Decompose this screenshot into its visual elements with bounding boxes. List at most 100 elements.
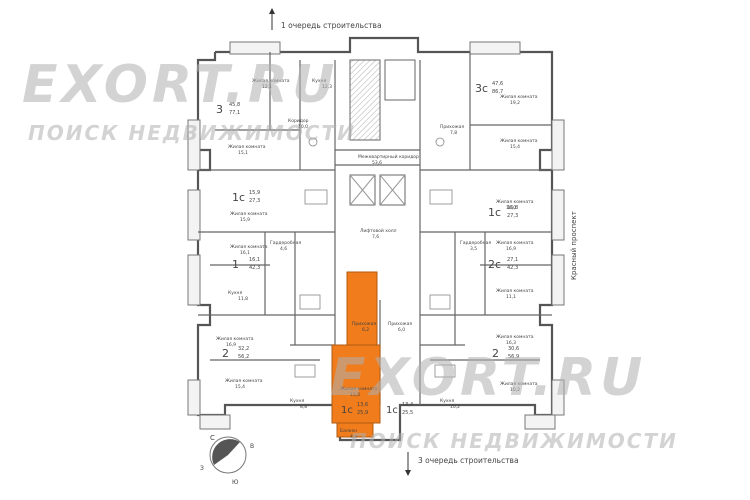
svg-text:30,6: 30,6 [508,346,519,352]
room-area: 10,2 [510,387,520,393]
room-area: 16,9 [226,342,236,348]
top-orientation-arrow: 1 очередь строительства [269,8,382,30]
corridor-area: 53,6 [372,160,382,166]
room-area: 8,8 [300,404,307,410]
svg-text:1с: 1с [341,405,353,416]
room-area: 4,4 [350,434,357,440]
watermark-top: EXORT.RU ПОИСК НЕДВИЖИМОСТИ [22,55,356,145]
compass-rose: С В З Ю [200,434,254,486]
room-name: Кухня [440,398,454,404]
lift-hall-area: 7,6 [372,234,379,240]
apt-tag-a6: 2с 27,1 42,3 [488,257,518,271]
apt-tag-a9: 1с 13,6 25,9 [341,402,368,416]
room-name: Жилая комната [216,336,254,342]
room-area: 10,2 [450,404,460,410]
svg-text:25,5: 25,5 [402,410,413,416]
svg-text:27,1: 27,1 [507,257,518,263]
room-name: Жилая комната [496,199,534,205]
room-area: 7,8 [450,130,457,136]
apt-tag-a8: 2 30,6 56,9 [492,346,519,360]
svg-text:27,3: 27,3 [507,213,518,219]
room-name: Гардеробная [270,240,301,246]
room-name: Кухня [312,78,326,84]
svg-text:27,3: 27,3 [249,198,260,204]
svg-text:ПОИСК НЕДВИЖИМОСТИ: ПОИСК НЕДВИЖИМОСТИ [350,429,678,453]
room-name: Жилая комната [230,244,268,250]
svg-text:16,1: 16,1 [249,257,260,263]
room-name: Кухня [228,290,242,296]
svg-text:1с: 1с [232,191,245,204]
room-name: Прихожая [388,321,412,327]
room-name: Прихожая [352,321,376,327]
room-name: Жилая комната [230,211,268,217]
room-name: Жилая комната [496,288,534,294]
room-name: Жилая комната [496,240,534,246]
room-area: 11,1 [506,294,516,300]
fixtures [294,137,456,378]
svg-text:13,6: 13,6 [357,402,368,408]
svg-text:42,3: 42,3 [507,265,518,271]
svg-text:45,8: 45,8 [229,102,240,108]
room-name: Жилая комната [228,144,266,150]
corridor-label: Межквартирный коридор [358,153,419,160]
svg-text:3: 3 [216,103,223,116]
apt-tag-a4: 1с 16,8 27,3 [488,205,518,219]
room-name: Кухня [290,398,304,404]
stairwell [349,59,416,206]
svg-text:25,9: 25,9 [357,410,368,416]
interior-walls [198,52,552,405]
room-area: 3,5 [470,246,477,252]
room-area: 12,1 [262,84,272,90]
room-area: 10,0 [298,124,308,130]
room-area: 12,3 [322,84,332,90]
bottom-orientation-arrow: 3 очередь строительства [405,452,519,476]
room-area: 13,6 [350,392,360,398]
room-name: Жилая комната [496,334,534,340]
compass-west: З [200,465,204,472]
room-name: Гардеробная [460,240,491,246]
compass-south: Ю [232,479,239,486]
street-label: Красный проспект [570,211,578,280]
svg-text:32,2: 32,2 [238,346,249,352]
room-name: Прихожая [440,124,464,130]
svg-text:56,2: 56,2 [238,354,249,360]
room-area: 15,9 [240,217,250,223]
svg-text:1с: 1с [488,206,501,219]
compass-north: С [210,434,215,442]
room-area: 15,1 [238,150,248,156]
svg-text:2с: 2с [488,258,501,271]
room-area: 6,0 [398,327,405,333]
svg-text:EXORT.RU: EXORT.RU [330,348,646,408]
svg-text:2: 2 [492,347,499,360]
svg-text:16,8: 16,8 [507,205,518,211]
top-arrow-label: 1 очередь строительства [281,21,382,30]
svg-text:56,9: 56,9 [508,354,519,360]
highlighted-apartment[interactable] [331,271,381,438]
room-name: Жилая комната [500,381,538,387]
bottom-arrow-label: 3 очередь строительства [418,456,519,465]
svg-text:1с: 1с [386,405,398,416]
room-name: Жилая комната [252,78,290,84]
svg-text:3с: 3с [475,82,488,95]
compass-east: В [250,443,254,450]
svg-text:EXORT.RU: EXORT.RU [22,55,338,115]
svg-text:ПОИСК НЕДВИЖИМОСТИ: ПОИСК НЕДВИЖИМОСТИ [28,121,356,145]
room-name: Жилая комната [500,138,538,144]
svg-text:1: 1 [232,258,239,271]
room-area: 16,3 [506,340,516,346]
room-area: 4,6 [280,246,287,252]
svg-text:86,7: 86,7 [492,89,503,95]
room-area: 16,1 [240,250,250,256]
lift-hall-label: Лифтовой холл [360,227,397,234]
svg-text:42,3: 42,3 [249,265,260,271]
room-name: Балкон [340,428,357,434]
room-name: Жилая комната [500,94,538,100]
